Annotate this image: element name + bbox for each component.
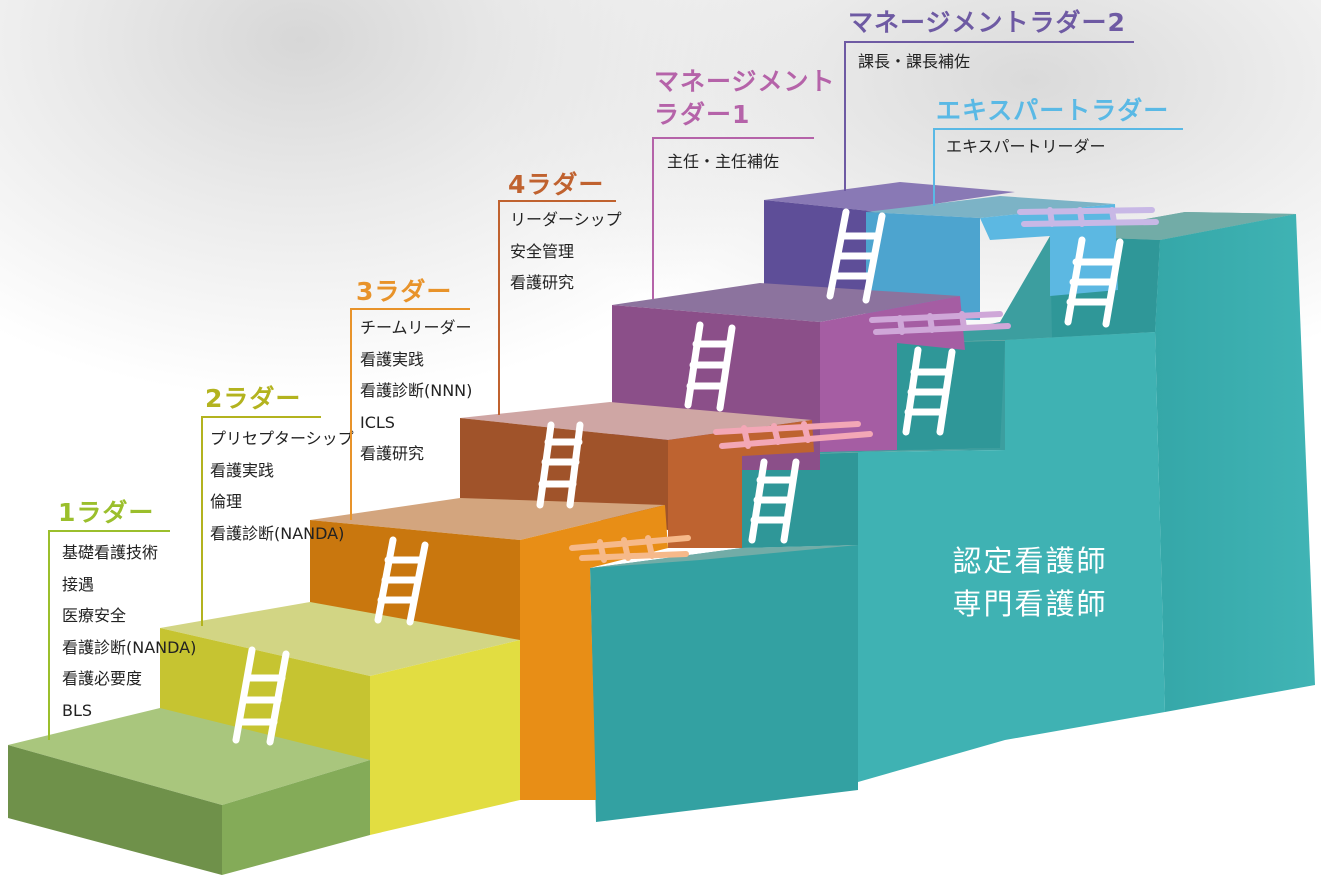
expert-items: エキスパートリーダー bbox=[946, 131, 1106, 163]
ladder4-item: 看護研究 bbox=[510, 273, 575, 292]
ladder3-item: チームリーダー bbox=[360, 318, 472, 337]
ladder3-item: ICLS bbox=[360, 412, 395, 432]
ladder3-leader bbox=[350, 308, 352, 520]
expert-leader bbox=[933, 128, 935, 206]
management2-item: 課長・課長補佐 bbox=[858, 52, 971, 71]
ladder1-block bbox=[8, 708, 370, 875]
ladder2-title: 2ラダー bbox=[205, 384, 302, 413]
certified-line: 専門看護師 bbox=[952, 587, 1108, 621]
management1-leader bbox=[652, 137, 654, 299]
ladder2-item: プリセプターシップ bbox=[210, 429, 354, 448]
management1-underline bbox=[652, 137, 814, 139]
ladder3-item: 看護診断(NNN) bbox=[360, 381, 473, 400]
ladder2-leader bbox=[201, 416, 203, 626]
management1-title-line1: マネージメント bbox=[654, 67, 836, 96]
ladder1-item: 看護必要度 bbox=[62, 669, 143, 688]
ladder1-item: 看護診断(NANDA) bbox=[62, 637, 197, 657]
management1-title-line2: ラダー1 bbox=[654, 100, 751, 129]
ladder4-title: 4ラダー bbox=[508, 170, 605, 199]
expert-title: エキスパートラダー bbox=[936, 96, 1170, 125]
ladder3-items: チームリーダー 看護実践 看護診断(NNN) ICLS 看護研究 bbox=[360, 312, 472, 470]
ladder2-items: プリセプターシップ 看護実践 倫理 看護診断(NANDA) bbox=[210, 423, 354, 549]
ladder4-item: リーダーシップ bbox=[510, 210, 622, 229]
ladder1-item: BLS bbox=[62, 700, 93, 720]
management2-underline bbox=[844, 41, 1134, 43]
ladder2-underline bbox=[201, 416, 321, 418]
ladder2-item: 倫理 bbox=[210, 492, 243, 511]
expert-item: エキスパートリーダー bbox=[946, 137, 1106, 156]
ladder3-title: 3ラダー bbox=[356, 277, 453, 306]
ladder1-title: 1ラダー bbox=[58, 498, 155, 527]
ladder4-items: リーダーシップ 安全管理 看護研究 bbox=[510, 204, 622, 299]
certified-nurse-text: 認定看護師 専門看護師 bbox=[900, 540, 1160, 626]
bridge-icons bbox=[569, 207, 1159, 563]
ladder1-item: 医療安全 bbox=[62, 606, 127, 625]
management2-leader bbox=[844, 41, 846, 191]
ladder1-item: 基礎看護技術 bbox=[62, 543, 159, 562]
ladder3-underline bbox=[350, 308, 470, 310]
ladder1-item: 接遇 bbox=[62, 574, 95, 594]
ladder1-items: 基礎看護技術 接遇 医療安全 看護診断(NANDA) 看護必要度 BLS bbox=[62, 537, 196, 726]
expert-underline bbox=[933, 128, 1183, 130]
management2-items: 課長・課長補佐 bbox=[858, 46, 970, 78]
ladder4-item: 安全管理 bbox=[510, 241, 575, 261]
ladder3-item: 看護実践 bbox=[360, 349, 425, 369]
ladder2-item: 看護実践 bbox=[210, 460, 275, 480]
certified-line: 認定看護師 bbox=[952, 544, 1108, 578]
ladder2-item: 看護診断(NANDA) bbox=[210, 523, 345, 543]
management1-items: 主任・主任補佐 bbox=[667, 146, 779, 178]
ladder1-underline bbox=[48, 530, 170, 532]
ladder4-leader bbox=[498, 200, 500, 415]
ladder4-underline bbox=[498, 200, 616, 202]
management2-title: マネージメントラダー2 bbox=[848, 8, 1126, 37]
ladder3-item: 看護研究 bbox=[360, 444, 425, 463]
ladder1-leader bbox=[48, 530, 50, 740]
ladder-icons bbox=[232, 208, 1124, 746]
management1-item: 主任・主任補佐 bbox=[667, 152, 780, 171]
